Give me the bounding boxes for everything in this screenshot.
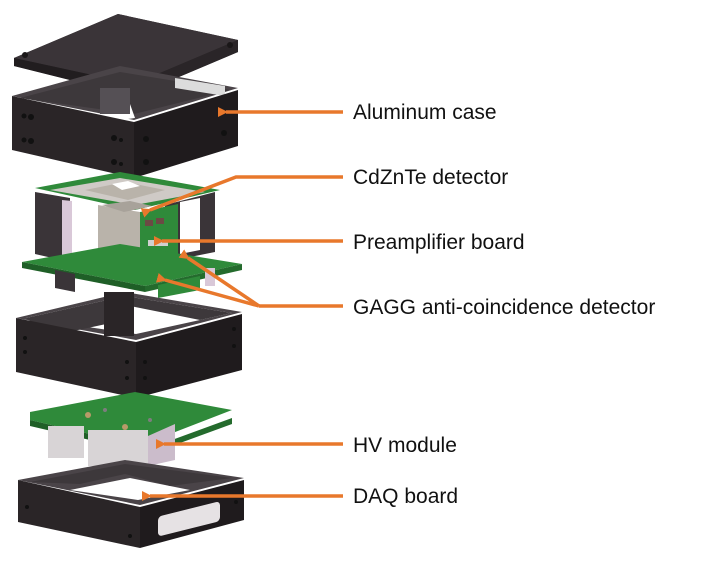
arrow-cdznte-detector: [140, 175, 343, 218]
label-hv-module: HV module: [353, 434, 457, 457]
arrow-gagg-2: [178, 249, 260, 308]
detector-module: [22, 172, 242, 298]
arrow-gagg-3: [155, 273, 260, 308]
label-daq-board: DAQ board: [353, 485, 459, 508]
label-cdznte-detector: CdZnTe detector: [353, 166, 509, 189]
callout-arrows: [140, 107, 343, 501]
label-gagg-detector: GAGG anti-coincidence detector: [353, 296, 656, 319]
label-preamplifier-board: Preamplifier board: [353, 231, 525, 254]
aluminum-case-lower: [16, 292, 242, 398]
hv-module-stack: [30, 392, 232, 466]
aluminum-case-bottom: [18, 460, 244, 548]
aluminum-case-upper: [12, 66, 238, 178]
label-aluminum-case: Aluminum case: [353, 101, 497, 124]
